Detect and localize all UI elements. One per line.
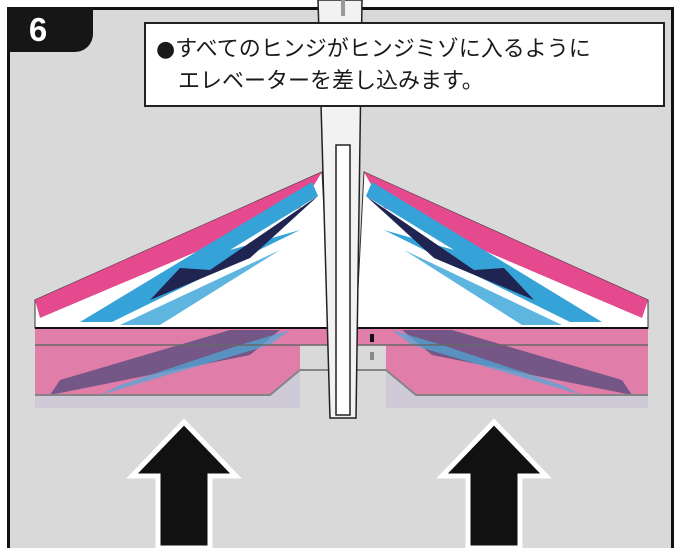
elevator-left [35,328,330,408]
instruction-line-1: ●すべてのヒンジがヒンジミゾに入るように [156,37,591,62]
step-number-badge: 6 [7,7,93,52]
up-arrow-icon [436,418,552,548]
instruction-text-box: ●すべてのヒンジがヒンジミゾに入るように エレベーターを差し込みます。 [144,22,665,107]
up-arrow-icon [126,418,242,548]
stabilizer-right [355,171,649,329]
hinge-mark [370,352,374,360]
elevator-right [356,328,648,408]
hinge-mark [370,334,374,342]
instruction-line-2: エレベーターを差し込みます。 [178,69,484,94]
stabilizer-left [34,171,331,329]
